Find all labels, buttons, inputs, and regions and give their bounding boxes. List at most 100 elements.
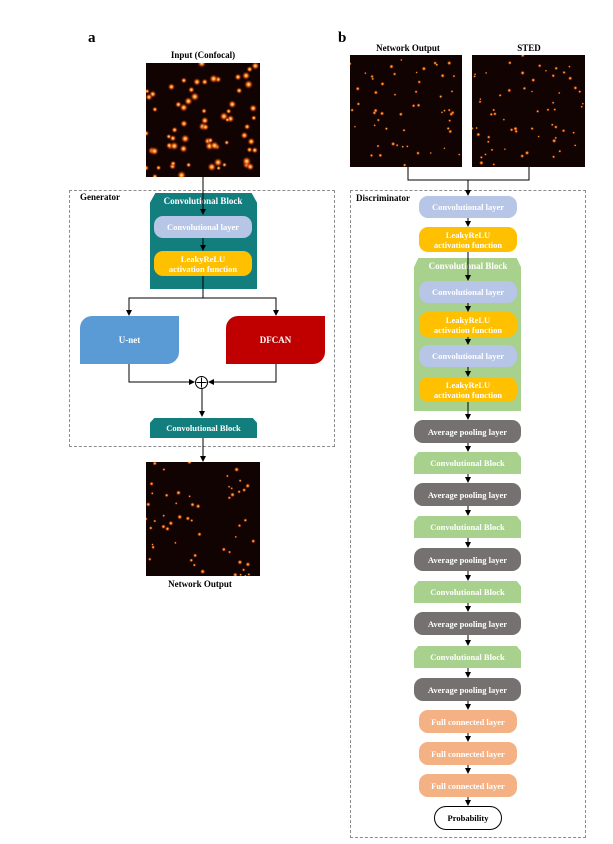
fluorescence-spot [581, 102, 585, 106]
fluorescence-spot [448, 119, 452, 123]
fluorescence-spot [169, 141, 179, 151]
sted-image [472, 55, 585, 167]
fluorescence-spot [417, 80, 422, 84]
fluorescence-spot [484, 153, 487, 156]
disc-leakyrelu-3-line2: activation function [433, 389, 503, 400]
fluorescence-spot [478, 100, 482, 104]
fluorescence-spot [221, 162, 228, 168]
fluorescence-spot [251, 146, 259, 154]
disc-conv-block-5-label: Convolutional Block [430, 652, 505, 662]
fluorescence-spot [183, 96, 193, 106]
fluorescence-spot [237, 523, 242, 528]
fluorescence-spot [498, 93, 502, 98]
fluorescence-spot [415, 151, 421, 156]
fluorescence-spot [238, 478, 242, 483]
fluorescence-spot [411, 103, 416, 108]
fluorescence-spot [443, 109, 447, 113]
fluorescence-spot [577, 89, 582, 94]
fluorescence-spot [373, 108, 378, 113]
fluorescence-spot [392, 72, 397, 76]
disc-full-connected-3: Full connected layer [419, 774, 517, 797]
disc-conv-layer-2-label: Convolutional layer [431, 287, 505, 297]
fluorescence-spot [237, 489, 242, 494]
fluorescence-spot [146, 88, 150, 94]
dfcan-block: DFCAN [226, 316, 325, 364]
fluorescence-spot [524, 150, 530, 156]
unet-block: U-net [80, 316, 179, 364]
disc-avg-pool-3: Average pooling layer [414, 548, 521, 571]
disc-conv-block-3-label: Convolutional Block [430, 522, 505, 532]
fluorescence-spot [237, 559, 243, 565]
fluorescence-spot [250, 538, 256, 544]
fluorescence-spot [438, 94, 443, 99]
disc-full-connected-3-label: Full connected layer [431, 780, 505, 791]
fluorescence-spot [379, 111, 385, 116]
fluorescence-spot [551, 138, 557, 144]
fluorescence-spot [530, 126, 534, 131]
fluorescence-spot [364, 71, 367, 75]
fluorescence-spot [251, 63, 260, 71]
fluorescence-spot [245, 483, 251, 489]
fluorescence-spot [561, 128, 566, 133]
disc-avg-pool-5: Average pooling layer [414, 678, 521, 701]
fluorescence-spot [452, 74, 456, 78]
input-caption: Input (Confocal) [170, 50, 236, 60]
generator-leakyrelu: LeakyReLU activation function [154, 251, 252, 276]
fluorescence-spot [150, 491, 154, 495]
fluorescence-spot [551, 73, 556, 78]
generator-leakyrelu-line1: LeakyReLU [180, 253, 226, 264]
fluorescence-spot [185, 162, 192, 168]
fluorescence-spot [554, 66, 559, 71]
discriminator-conv-block-large-title: Convolutional Block [428, 261, 508, 271]
fluorescence-spot [176, 170, 187, 177]
fluorescence-spot [150, 146, 159, 156]
disc-full-connected-1: Full connected layer [419, 710, 517, 733]
fluorescence-spot [546, 108, 550, 112]
fluorescence-spot [162, 467, 166, 472]
disc-probability: Probability [434, 806, 502, 830]
fluorescence-spot [187, 86, 195, 94]
fluorescence-spot [472, 126, 474, 131]
fluorescence-spot [148, 525, 153, 531]
generator-output-caption: Network Output [168, 579, 232, 589]
fluorescence-spot [478, 160, 484, 166]
disc-conv-block-5: Convolutional Block [414, 646, 521, 668]
fluorescence-spot [247, 572, 251, 576]
input-confocal-image [146, 63, 260, 177]
generator-label: Generator [80, 192, 120, 202]
fluorescence-spot [446, 60, 452, 66]
fluorescence-spot [373, 123, 377, 127]
fluorescence-spot [147, 557, 152, 562]
fluorescence-spot [350, 108, 355, 113]
fluorescence-spot [201, 123, 210, 131]
fluorescence-spot [553, 107, 557, 112]
fluorescence-spot [380, 81, 385, 87]
fluorescence-spot [152, 106, 158, 113]
disc-conv-layer-1-label: Convolutional layer [431, 202, 505, 212]
fluorescence-spot [580, 105, 584, 109]
sum-node [195, 376, 208, 389]
disc-avg-pool-2-label: Average pooling layer [427, 489, 508, 500]
fluorescence-spot [243, 574, 247, 576]
fluorescence-spot [402, 128, 406, 132]
fluorescence-spot [146, 501, 151, 507]
fluorescence-spot [180, 77, 188, 84]
fluorescence-spot [492, 162, 496, 166]
fluorescence-spot [492, 108, 496, 112]
disc-leakyrelu-3: LeakyReLU activation function [419, 377, 517, 402]
fluorescence-spot [189, 518, 194, 523]
fluorescence-spot [443, 147, 446, 150]
fluorescence-spot [167, 83, 176, 91]
fluorescence-spot [151, 543, 154, 546]
fluorescence-spot [185, 515, 191, 521]
fluorescence-spot [401, 145, 405, 149]
generator-leakyrelu-line2: activation function [168, 263, 238, 274]
fluorescence-spot [448, 129, 453, 134]
fluorescence-spot [189, 558, 194, 563]
fluorescence-spot [249, 104, 258, 113]
fluorescence-spot [492, 111, 497, 116]
fluorescence-spot [160, 524, 166, 530]
fluorescence-spot [152, 462, 158, 466]
fluorescence-spot [199, 568, 206, 575]
fluorescence-spot [224, 139, 230, 146]
